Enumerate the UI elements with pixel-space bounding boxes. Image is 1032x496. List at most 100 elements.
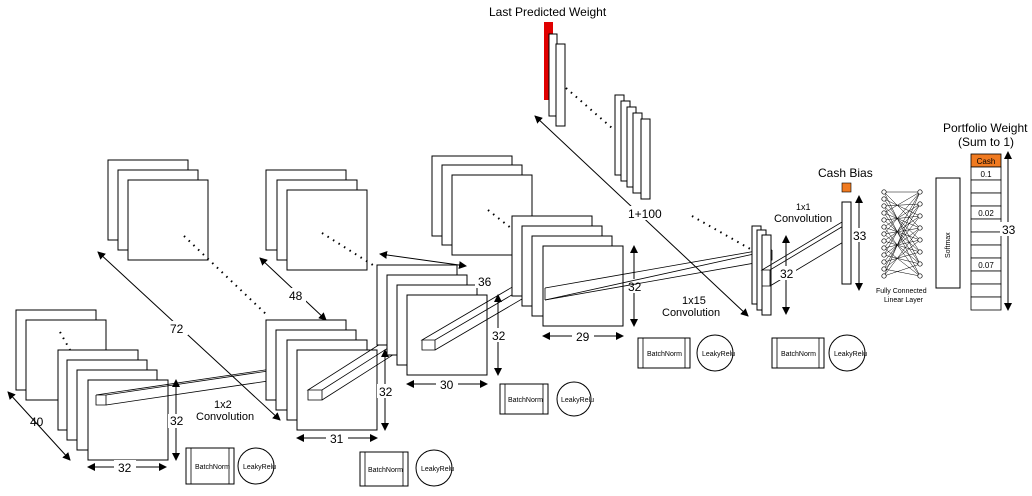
- batchnorm-block-1: BatchNorm: [185, 447, 235, 485]
- fc-input-node: [881, 259, 887, 265]
- fc-input-node: [881, 231, 887, 237]
- cash-bias-cell: [841, 182, 852, 193]
- conv3-output-stack: [751, 225, 772, 316]
- concat-stack: [614, 94, 651, 200]
- fc-connection: [883, 268, 921, 277]
- portfolio-cell: [970, 283, 1002, 298]
- portfolio-cell: [970, 244, 1002, 259]
- fc-connection: [883, 198, 921, 217]
- fc-input-node: [881, 245, 887, 251]
- fc-connection: [883, 203, 921, 228]
- fc-connection: [883, 203, 921, 249]
- portfolio-cell-value: Cash: [977, 157, 996, 166]
- fc-connection: [883, 191, 921, 229]
- portfolio-cell: [970, 270, 1002, 285]
- fc-output-node: [917, 225, 923, 231]
- last-predicted-weight-title: Last Predicted Weight: [489, 5, 607, 19]
- output-length-label: 33: [853, 229, 867, 243]
- layer2-far-sheets: [265, 169, 385, 273]
- fc-connection: [883, 203, 921, 207]
- layer1-far-sheets: [107, 159, 269, 317]
- conv2-label-bottom: Convolution: [662, 307, 720, 319]
- svg-text:BatchNorm: BatchNorm: [647, 351, 682, 358]
- fc-connection: [883, 215, 921, 242]
- batchnorm-block-4: BatchNorm: [637, 337, 691, 369]
- conv2-label-top: 1x15: [682, 295, 706, 307]
- portfolio-cell: [970, 218, 1002, 233]
- portfolio-weight-title: Portfolio Weight: [943, 121, 1028, 135]
- layer2-depth-label: 48: [289, 289, 303, 303]
- layer1-width-label: 31: [330, 432, 344, 446]
- input-feature-stack: [15, 309, 169, 461]
- fc-output-node: [917, 213, 923, 219]
- svg-text:LeakyRelu: LeakyRelu: [561, 397, 594, 404]
- fc-connection: [883, 251, 921, 263]
- fc-connection: [883, 212, 921, 229]
- layer3-height-label: 32: [628, 280, 642, 294]
- fc-connection: [883, 239, 921, 249]
- fc-connection: [883, 191, 921, 235]
- input-depth-label: 40: [30, 415, 44, 429]
- conv3-label-bottom: Convolution: [774, 213, 832, 225]
- fc-input-node: [881, 238, 887, 244]
- fc-connection: [883, 215, 921, 221]
- leakyrelu-node-1: LeakyRelu: [237, 447, 276, 485]
- layer2-near-sheets: [376, 264, 488, 376]
- conv3-label-top: 1x1: [796, 202, 811, 212]
- portfolio-weight-subtitle: (Sum to 1): [958, 135, 1014, 149]
- fc-connection: [883, 212, 921, 265]
- layer1-height-label: 32: [379, 385, 393, 399]
- fc-input-node: [881, 217, 887, 223]
- leakyrelu-node-3: LeakyRelu: [556, 381, 594, 417]
- fc-input-node: [881, 273, 887, 279]
- conv1-label-bottom: Convolution: [196, 411, 254, 423]
- fc-connection: [883, 263, 921, 277]
- portfolio-cell-value: 0.07: [978, 261, 994, 270]
- layer3-near-sheets: [511, 215, 624, 327]
- fc-connection: [883, 226, 921, 277]
- svg-text:LeakyRelu: LeakyRelu: [834, 351, 867, 358]
- fc-input-node: [881, 224, 887, 230]
- softmax-label: Softmax: [945, 232, 952, 258]
- input-height-label: 32: [170, 414, 184, 428]
- portfolio-cell: [970, 231, 1002, 246]
- leakyrelu-node-5: LeakyRelu: [828, 334, 867, 372]
- fc-input-node: [881, 189, 887, 195]
- portfolio-length-label: 33: [1002, 223, 1016, 237]
- fc-output-node: [917, 273, 923, 279]
- fc-connection: [883, 247, 921, 277]
- output-column: [841, 201, 852, 285]
- fc-connection: [883, 227, 921, 277]
- fc-input-node: [881, 203, 887, 209]
- cash-bias-title: Cash Bias: [818, 166, 873, 180]
- portfolio-cell: [970, 179, 1002, 194]
- fc-connection: [883, 191, 921, 256]
- fc-connection: [883, 191, 921, 277]
- svg-text:LeakyRelu: LeakyRelu: [243, 464, 276, 471]
- fc-input-node: [881, 196, 887, 202]
- fc-output-node: [917, 201, 923, 207]
- fc-label-2: Linear Layer: [884, 297, 924, 304]
- fc-connection: [883, 233, 921, 265]
- conv1-label-top: 1x2: [214, 399, 232, 411]
- layer3-depth-arrow: [379, 251, 467, 269]
- batchnorm-block-3: BatchNorm: [499, 383, 549, 415]
- input-width-label: 32: [118, 461, 132, 475]
- fc-input-node: [881, 266, 887, 272]
- layer2-height-label: 32: [492, 329, 506, 343]
- svg-text:BatchNorm: BatchNorm: [781, 351, 816, 358]
- portfolio-cell-value: 0.02: [978, 209, 994, 218]
- fc-connection: [883, 191, 921, 214]
- layer3-width-label: 29: [576, 330, 590, 344]
- svg-text:BatchNorm: BatchNorm: [508, 397, 543, 404]
- layer1-depth-arrow: [97, 251, 281, 421]
- layer1-near-sheets: [265, 319, 378, 431]
- conv3-height-label: 32: [780, 267, 794, 281]
- fc-output-node: [917, 189, 923, 195]
- input-depth-arrow: [7, 391, 71, 461]
- fc-output-node: [917, 249, 923, 255]
- fc-output-node: [917, 237, 923, 243]
- batchnorm-block-2: BatchNorm: [359, 451, 409, 487]
